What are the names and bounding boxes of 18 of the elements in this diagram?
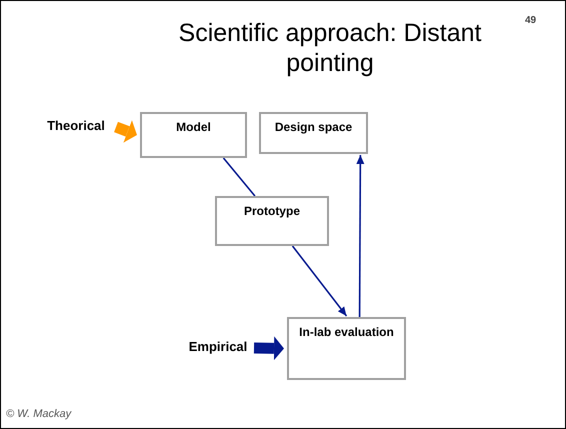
process-box xyxy=(259,112,368,154)
connector-line xyxy=(222,157,256,197)
arrow xyxy=(356,155,364,317)
process-box xyxy=(287,317,406,380)
box-label: In-lab evaluation xyxy=(298,325,395,339)
process-box xyxy=(215,196,329,246)
process-box xyxy=(140,112,247,158)
block-arrow xyxy=(254,336,284,360)
slide-title: Scientific approach: Distant pointing xyxy=(178,18,482,78)
side-label: Empirical xyxy=(184,339,252,357)
arrow xyxy=(292,246,348,316)
box-label: Design space xyxy=(274,120,354,134)
side-label: Theorical xyxy=(40,118,112,136)
box-label: Model xyxy=(175,120,212,134)
page-number: 49 xyxy=(525,15,536,26)
block-arrow xyxy=(114,120,137,143)
box-label: Prototype xyxy=(242,204,301,218)
copyright-note: © W. Mackay xyxy=(6,408,72,420)
